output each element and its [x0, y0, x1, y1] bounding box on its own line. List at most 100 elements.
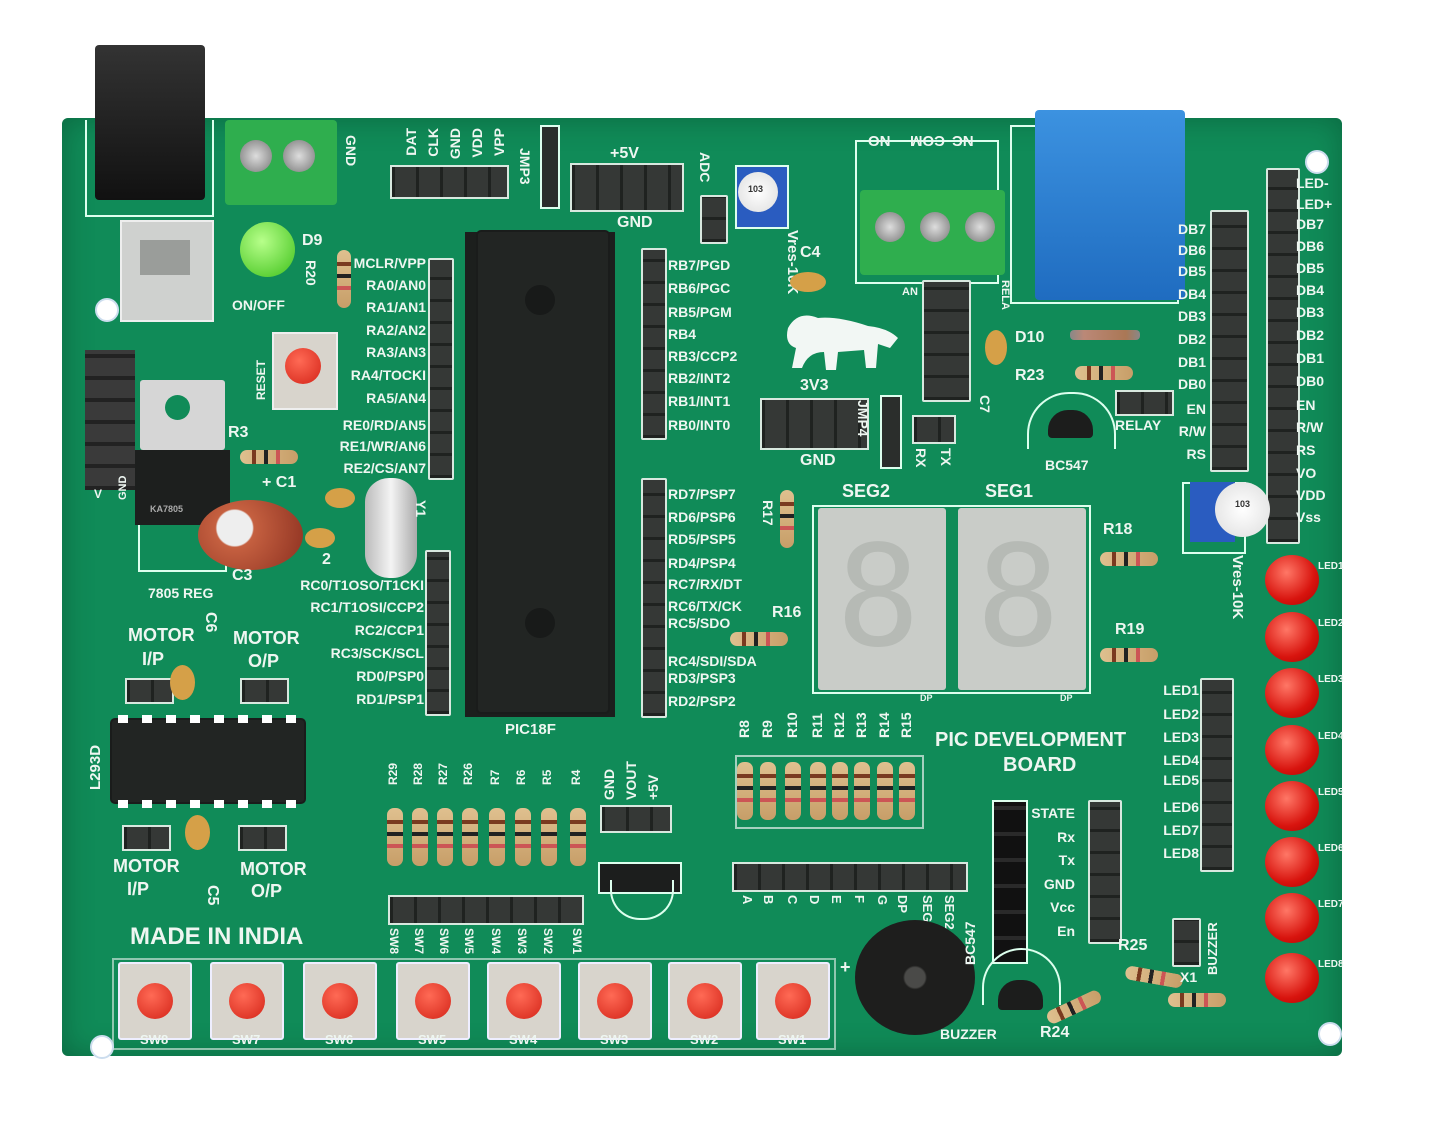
buzzer-jumper[interactable] [1172, 918, 1201, 967]
capacitor-c7 [985, 330, 1007, 365]
jmp4-label: JMP4 [855, 400, 871, 437]
relay-jumper[interactable] [1115, 390, 1174, 416]
lcd-left-pin-label: DB6 [1177, 242, 1206, 258]
push-switch-8[interactable] [118, 962, 192, 1040]
relay-jumper-label: RELAY [1115, 417, 1162, 433]
switch-cap[interactable] [775, 983, 811, 1019]
switch-cap[interactable] [229, 983, 265, 1019]
motor-out-header-top[interactable] [240, 678, 289, 704]
push-switch-1[interactable] [756, 962, 830, 1040]
reset-button-cap[interactable] [285, 348, 321, 384]
power-switch[interactable] [120, 220, 214, 322]
seg-header-label: D [807, 895, 822, 905]
adc-label: ADC [697, 152, 713, 183]
port-c-pin-label: RC3/SCK/SCL [330, 645, 424, 661]
led-label: LED7 [1318, 899, 1344, 910]
c4-label: C4 [800, 244, 821, 261]
uart-header[interactable] [922, 280, 971, 402]
seg-resistor [877, 762, 893, 820]
relay-terminal-label: COM [910, 132, 945, 149]
switch-header-label: SW8 [387, 928, 401, 955]
led-7 [1265, 893, 1319, 943]
lcd-left-pin-label: RS [1186, 446, 1206, 462]
led-1 [1265, 555, 1319, 605]
push-switch-5[interactable] [396, 962, 470, 1040]
crystal-y1 [365, 478, 417, 578]
resistor-r19 [1100, 648, 1158, 662]
seg-resistor-label: R15 [898, 712, 914, 738]
lcd-right-pin-label: DB7 [1296, 216, 1325, 232]
header-5v-gnd-label: GND [617, 214, 653, 231]
port-d-pin-label: RC6/TX/CK [668, 598, 742, 614]
trimpot-lcd-marking: 103 [1235, 499, 1251, 509]
port-d-pin-label: RC4/SDI/SDA [668, 653, 757, 669]
lcd-left-pin-label: DB1 [1177, 354, 1206, 370]
switch-cap[interactable] [597, 983, 633, 1019]
lcd-left-pin-label: DB3 [1177, 308, 1206, 324]
electrolytic-cap-c3 [198, 500, 303, 570]
switch-cap[interactable] [137, 983, 173, 1019]
switch-cap[interactable] [506, 983, 542, 1019]
header-3v3[interactable] [760, 398, 869, 450]
regulator-marking: KA7805 [150, 504, 184, 514]
icsp-header[interactable] [390, 165, 509, 199]
switch-resistor [437, 808, 453, 866]
header-5v[interactable] [570, 163, 684, 212]
jmp3-jumper[interactable] [540, 125, 560, 209]
mounting-hole [95, 298, 119, 322]
port-c-pin-label: RD1/PSP1 [356, 691, 424, 707]
motor-in-header-bottom[interactable] [122, 825, 171, 851]
switch-cap[interactable] [415, 983, 451, 1019]
led-header-label: LED4 [1163, 752, 1199, 768]
switch-header[interactable] [388, 895, 584, 925]
port-c-header[interactable] [425, 550, 451, 716]
push-switch-6[interactable] [303, 962, 377, 1040]
diode-d10 [1070, 330, 1140, 340]
seg-header[interactable] [732, 862, 968, 892]
adc-jumper[interactable] [700, 195, 728, 244]
push-switch-4[interactable] [487, 962, 561, 1040]
led-label: LED6 [1318, 843, 1344, 854]
port-b-pin-label: RB2/INT2 [668, 370, 731, 386]
push-switch-7[interactable] [210, 962, 284, 1040]
switch-label: SW6 [325, 1032, 354, 1047]
port-d-header[interactable] [641, 478, 667, 718]
power-led-d9 [240, 222, 295, 277]
led-header[interactable] [1200, 678, 1234, 872]
seg-header-label: B [761, 895, 776, 905]
lcd-header-left[interactable] [1210, 210, 1249, 472]
screw-1 [240, 140, 272, 172]
motor-in-header-top[interactable] [125, 678, 174, 704]
screw-2 [283, 140, 315, 172]
lcd-header-right[interactable] [1266, 168, 1300, 544]
port-b-header[interactable] [641, 248, 667, 440]
switch-row-outline [112, 958, 836, 1050]
switch-resistor [412, 808, 428, 866]
mounting-hole [1318, 1022, 1342, 1046]
lcd-right-pin-label: EN [1296, 397, 1316, 413]
uart-jumper[interactable] [912, 415, 956, 444]
port-b-pin-label: RB5/PGM [668, 304, 732, 320]
push-switch-3[interactable] [578, 962, 652, 1040]
lcd-left-pin-label: DB5 [1177, 263, 1206, 279]
motor-out-label-top: MOTOR [233, 628, 300, 648]
switch-cap[interactable] [687, 983, 723, 1019]
switch-cap[interactable] [322, 983, 358, 1019]
resistor-r20 [337, 250, 351, 308]
resistor-r18 [1100, 552, 1158, 566]
push-switch-2[interactable] [668, 962, 742, 1040]
pot-header[interactable] [600, 805, 672, 833]
led-header-label: LED7 [1163, 822, 1199, 838]
port-a-header[interactable] [428, 258, 454, 480]
seg-resistor [760, 762, 776, 820]
jmp4-jumper[interactable] [880, 395, 902, 469]
bluetooth-header[interactable] [1088, 800, 1122, 944]
seg-resistor-label: R9 [759, 720, 775, 738]
switch-label: SW3 [600, 1032, 629, 1047]
bluetooth-pin-label: GND [1043, 875, 1075, 892]
motor-out-header-bottom[interactable] [238, 825, 287, 851]
port-d-pin-label: RD2/PSP2 [668, 693, 736, 709]
l293d-pins-top [118, 715, 298, 723]
buzzer [855, 920, 975, 1035]
regulator-pin-v: V [94, 487, 103, 501]
